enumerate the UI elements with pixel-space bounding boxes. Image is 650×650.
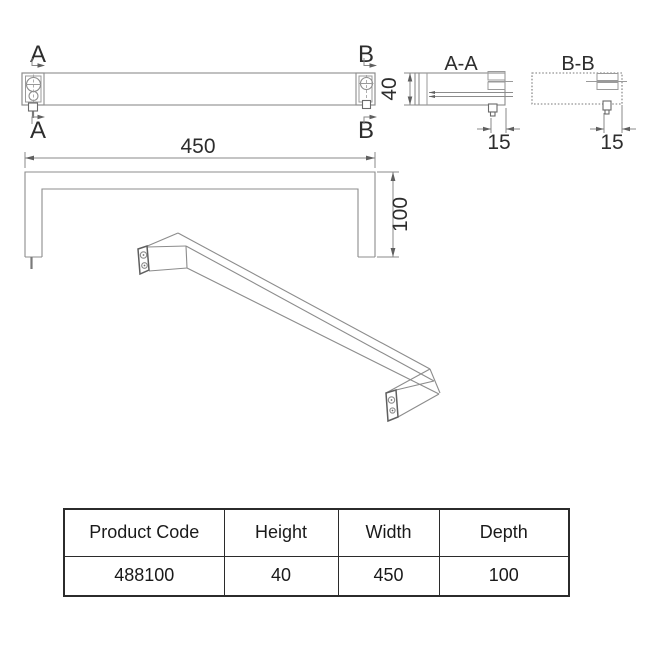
plan-view: 450 100: [24, 135, 412, 269]
front-view: A A B B: [21, 41, 377, 144]
table-cell-depth: 100: [438, 555, 570, 597]
section-label-a-bottom: A: [30, 117, 46, 144]
table-row: 488100 40 450 100: [63, 555, 570, 597]
table-header-depth: Depth: [438, 508, 570, 557]
hatched-fixing-block: [487, 71, 506, 81]
grub-screw: [361, 99, 372, 110]
table-header-width: Width: [337, 508, 440, 557]
screw-hole-icon: [141, 262, 148, 269]
screw-hole-icon: [387, 396, 396, 404]
table-cell-width: 450: [337, 555, 440, 597]
dimension-100: 100: [377, 171, 412, 258]
dimension-40-label: 40: [378, 77, 401, 100]
screw-hole-icon: [389, 407, 396, 414]
screw-hole-icon: [139, 251, 148, 259]
table-header-height: Height: [223, 508, 339, 557]
section-aa-title: A-A: [444, 53, 478, 75]
knurled-fixing-block: [596, 82, 619, 90]
product-spec-table: Product Code Height Width Depth 488100 4…: [63, 508, 570, 597]
section-bb-body: [531, 72, 623, 105]
dimension-40: 40: [378, 72, 416, 106]
dimension-15-bb: 15: [590, 105, 636, 154]
isometric-view: [137, 232, 441, 423]
grub-screw: [602, 100, 612, 111]
table-header-product-code: Product Code: [63, 508, 225, 557]
section-view-bb: B-B 15: [531, 53, 636, 154]
front-left-endcap: [21, 72, 45, 118]
iso-right-endcap: [385, 389, 399, 423]
section-label-b-top: B: [358, 41, 374, 68]
dimension-15-aa: 15: [477, 108, 520, 154]
dimension-450: 450: [24, 135, 376, 168]
hatched-fixing-block: [487, 81, 506, 90]
knurled-fixing-block: [596, 73, 619, 81]
section-label-b-bottom: B: [358, 117, 374, 144]
table-header-row: Product Code Height Width Depth: [63, 508, 570, 557]
iso-left-endcap: [137, 244, 150, 276]
front-right-endcap: [355, 72, 376, 110]
table-cell-product-code: 488100: [63, 555, 225, 597]
section-bb-title: B-B: [561, 53, 594, 75]
section-label-a-top: A: [30, 41, 46, 68]
grub-screw: [487, 103, 498, 113]
front-bar: [21, 72, 376, 106]
section-view-aa: A-A 15: [414, 53, 520, 154]
dimension-15-bb-label: 15: [600, 131, 623, 154]
table-cell-height: 40: [223, 555, 339, 597]
dimension-450-label: 450: [180, 135, 215, 158]
dimension-15-aa-label: 15: [487, 131, 510, 154]
grub-screw: [27, 102, 39, 112]
dimension-100-label: 100: [389, 197, 412, 232]
plan-outline-inner: [41, 188, 359, 257]
plan-outline-outer: [24, 171, 376, 257]
section-cut-marks: A A B B: [30, 41, 377, 144]
